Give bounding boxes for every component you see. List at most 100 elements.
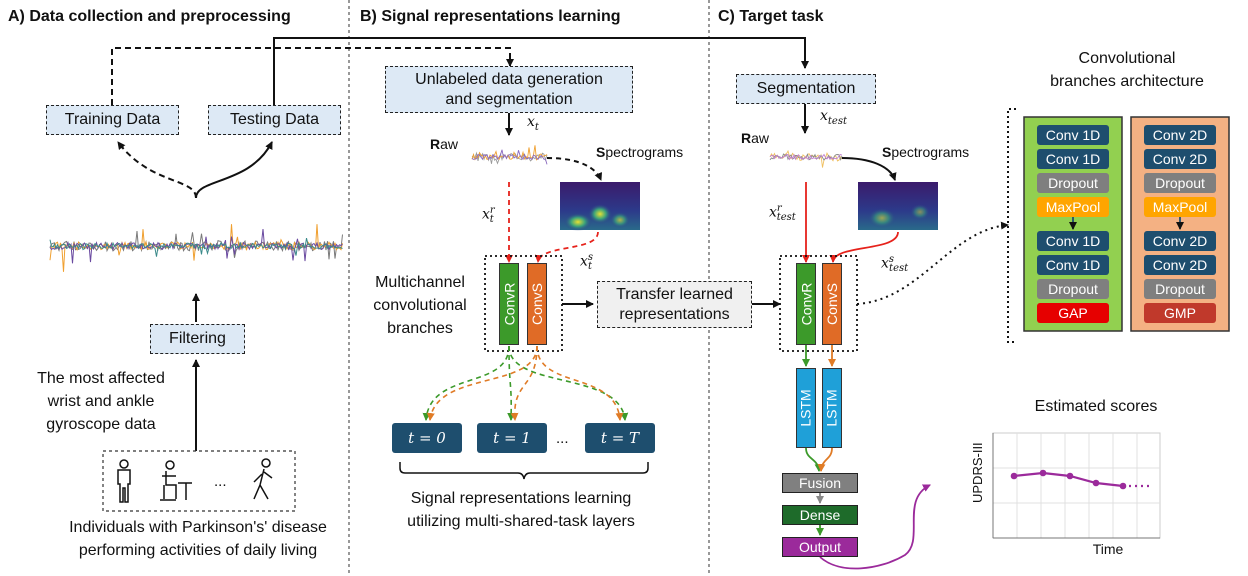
- transfer-box: Transfer learned representations: [597, 281, 752, 328]
- branch-2d-layer-5: Conv 2D: [1144, 231, 1216, 251]
- branch-2d-layer-4: MaxPool: [1144, 197, 1216, 217]
- convr-branch-b: ConvR: [499, 263, 519, 345]
- branch-2d-layer-8: GMP: [1144, 303, 1216, 323]
- architecture-title-line-1: Convolutional: [1078, 50, 1176, 67]
- spectrogram-c: [858, 182, 938, 230]
- gyro-text-line-2: wrist and ankle: [47, 393, 155, 410]
- branch-1d-layer-2: Conv 1D: [1037, 149, 1109, 169]
- panel-a-title: A) Data collection and preprocessing: [8, 8, 291, 25]
- raw-label-c: Raw: [741, 130, 770, 146]
- individuals-line-1: Individuals with Parkinson's' disease: [69, 519, 327, 536]
- unlabeled-line-1: Unlabeled data generation: [415, 71, 603, 89]
- multichannel-line-2: convolutional: [373, 297, 467, 314]
- spec-to-convs-c-arrow: [829, 231, 899, 263]
- spectrograms-label-b: Spectrograms: [596, 144, 684, 160]
- branch-1d-layer-7: Dropout: [1037, 279, 1109, 299]
- panel-c-raw-signal: [769, 149, 843, 168]
- b-caption-line-1: Signal representations learning: [410, 490, 632, 507]
- spectrogram-b: [560, 182, 640, 231]
- branch-2d-layer-1: Conv 2D: [1144, 125, 1216, 145]
- output-layer: Output: [782, 537, 858, 557]
- token-tT: t = T: [585, 423, 655, 453]
- unlabeled-line-2: and segmentation: [445, 90, 573, 108]
- training-to-unlabeled-arrow: [111, 47, 514, 105]
- multichannel-line-3: branches: [387, 320, 453, 337]
- panel-a-signal: [49, 224, 343, 272]
- score-point: [1066, 472, 1074, 480]
- seated-person-icon: [160, 460, 192, 501]
- branch-2d-layer-6: Conv 2D: [1144, 255, 1216, 275]
- branches-b-frame: [484, 255, 563, 352]
- branches-c-frame: [779, 255, 858, 352]
- panel-c-title: C) Target task: [718, 8, 824, 25]
- individuals-ellipsis: ...: [214, 473, 227, 490]
- individuals-box: [102, 450, 296, 512]
- branch-1d-layer-4: MaxPool: [1037, 197, 1109, 217]
- scores-x-axis-label: Time: [1092, 541, 1124, 557]
- b-caption-line-2: utilizing multi-shared-task layers: [407, 513, 635, 530]
- lstm-s: LSTM: [822, 368, 842, 448]
- convs-branch-b: ConvS: [527, 263, 547, 345]
- architecture-title-line-2: branches architecture: [1050, 73, 1204, 90]
- testing-to-segmentation-arrow: [273, 37, 809, 105]
- transfer-line-2: representations: [619, 305, 730, 323]
- branch-1d-layer-8: GAP: [1037, 303, 1109, 323]
- tokens-brace: [399, 462, 649, 480]
- raw-label-b: Raw: [430, 136, 459, 152]
- xr-label-b: xrt: [482, 205, 495, 226]
- xt-label: xt: [527, 114, 539, 133]
- raw-to-spectrogram-b-arrow: [546, 157, 602, 181]
- branch-1d-layer-6: Conv 1D: [1037, 255, 1109, 275]
- xs-label-c: xstest: [881, 254, 909, 275]
- signal-to-testing-arrow: [195, 141, 273, 199]
- branch-1d-layer-5: Conv 1D: [1037, 231, 1109, 251]
- gyro-text-line-3: gyroscope data: [46, 416, 156, 433]
- gyro-text-line-1: The most affected: [37, 370, 165, 387]
- multichannel-line-1: Multichannel: [375, 274, 465, 291]
- raw-to-spectrogram-c-arrow: [841, 157, 897, 181]
- scores-title: Estimated scores: [1034, 398, 1158, 415]
- testing-data-box: Testing Data: [208, 105, 341, 135]
- branch-2d-layer-3: Dropout: [1144, 173, 1216, 193]
- unlabeled-data-box: Unlabeled data generation and segmentati…: [385, 66, 633, 113]
- xtest-label: xtest: [820, 108, 847, 127]
- spectrograms-label-c: Spectrograms: [882, 144, 970, 160]
- lstm-s-to-fusion-arrow: [817, 447, 833, 472]
- panel-b-raw-signal: [471, 145, 548, 165]
- spec-to-convs-b-arrow: [534, 231, 599, 263]
- branch-2d-layer-2: Conv 2D: [1144, 149, 1216, 169]
- filtering-box: Filtering: [150, 324, 245, 354]
- scores-plot: [992, 432, 1161, 539]
- token-t0: t = 0: [392, 423, 462, 453]
- lstm-r-to-fusion-arrow: [805, 447, 823, 472]
- output-to-scores-arrow: [819, 484, 931, 570]
- branch-1d-layer-1: Conv 1D: [1037, 125, 1109, 145]
- convs-branch-c: ConvS: [822, 263, 842, 345]
- token-ellipsis: ...: [556, 430, 569, 447]
- panel-b-title: B) Signal representations learning: [360, 8, 621, 25]
- transfer-line-1: Transfer learned: [616, 286, 733, 304]
- xr-label-c: xrtest: [769, 203, 796, 224]
- branch-to-token-arrows: [422, 345, 629, 421]
- xs-label-b: xst: [580, 252, 594, 273]
- score-point: [1119, 482, 1127, 490]
- standing-person-icon: [117, 459, 131, 503]
- walking-person-icon: [253, 458, 273, 500]
- score-point: [1092, 479, 1100, 487]
- segmentation-box: Segmentation: [736, 74, 876, 104]
- branch-2d-layer-7: Dropout: [1144, 279, 1216, 299]
- dense-layer: Dense: [782, 505, 858, 525]
- lstm-r: LSTM: [796, 368, 816, 448]
- individuals-line-2: performing activities of daily living: [78, 542, 318, 559]
- convr-branch-c: ConvR: [796, 263, 816, 345]
- training-data-box: Training Data: [46, 105, 179, 135]
- branches-to-architecture-arrow: [856, 221, 1009, 305]
- architecture-bracket: [1007, 108, 1016, 343]
- scores-y-axis-label: UPDRS-III: [970, 442, 985, 503]
- score-point: [1039, 469, 1047, 477]
- token-t1: t = 1: [477, 423, 547, 453]
- fusion-layer: Fusion: [782, 473, 858, 493]
- signal-to-training-arrow: [117, 141, 197, 199]
- branch-1d-layer-3: Dropout: [1037, 173, 1109, 193]
